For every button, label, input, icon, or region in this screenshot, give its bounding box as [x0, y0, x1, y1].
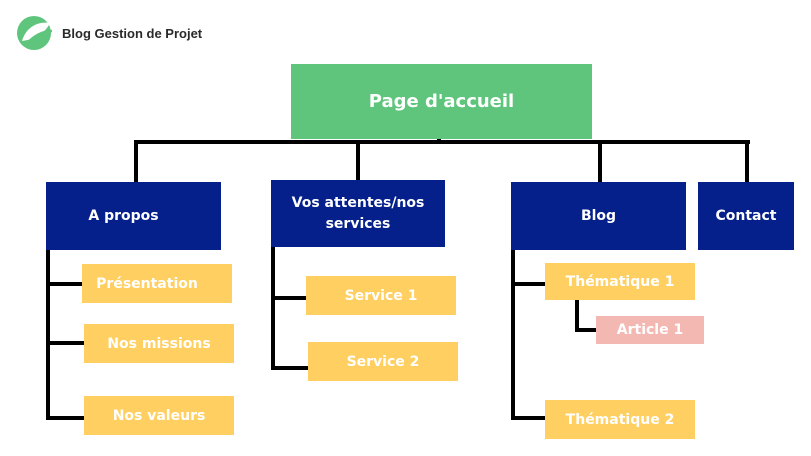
connector-drop-services [356, 140, 360, 181]
page-label: Service 1 [344, 287, 418, 304]
page-node-service2: Service 2 [308, 342, 458, 381]
connector-thematique1 [511, 282, 545, 286]
article-label: Article 1 [616, 322, 684, 338]
section-node-apropos: A propos [46, 182, 221, 250]
connector-valeurs [46, 416, 84, 420]
section-node-contact: Contact [698, 182, 794, 250]
page-label: Présentation [96, 275, 198, 292]
connector-missions [46, 341, 84, 345]
connector-service2 [271, 366, 308, 370]
section-label: A propos [88, 207, 159, 224]
article-node-article1: Article 1 [596, 316, 704, 344]
section-node-services: Vos attentes/nos services [271, 180, 445, 247]
connector-services-spine [271, 240, 275, 370]
page-label: Service 2 [346, 353, 420, 370]
page-node-thematique1: Thématique 1 [545, 263, 695, 300]
page-node-valeurs: Nos valeurs [84, 396, 234, 435]
connector-presentation [46, 282, 82, 286]
connector-drop-apropos [134, 140, 138, 183]
connector-main-bus [134, 140, 750, 144]
connector-blog-spine [511, 240, 515, 420]
page-label: Thématique 1 [565, 273, 675, 290]
page-label: Nos valeurs [112, 407, 206, 424]
connector-thematique2 [511, 416, 545, 420]
page-node-presentation: Présentation [82, 264, 232, 303]
page-label: Thématique 2 [565, 411, 675, 428]
section-label: Vos attentes/nos services [291, 194, 425, 232]
leaf-logo-icon [17, 16, 53, 50]
connector-service1 [271, 296, 306, 300]
connector-article-drop [575, 300, 579, 332]
connector-drop-blog [598, 140, 602, 183]
section-label: Contact [715, 207, 777, 224]
connector-drop-contact [745, 140, 749, 183]
connector-apropos-spine [46, 192, 50, 420]
root-label: Page d'accueil [368, 91, 515, 112]
page-node-missions: Nos missions [84, 324, 234, 363]
brand-header: Blog Gestion de Projet [16, 14, 202, 52]
brand-name: Blog Gestion de Projet [62, 25, 203, 41]
page-node-thematique2: Thématique 2 [545, 400, 695, 439]
root-node: Page d'accueil [291, 64, 592, 139]
connector-article [575, 328, 596, 332]
section-label: Blog [580, 207, 617, 224]
section-node-blog: Blog [511, 182, 686, 250]
page-node-service1: Service 1 [306, 276, 456, 315]
page-label: Nos missions [107, 335, 211, 352]
